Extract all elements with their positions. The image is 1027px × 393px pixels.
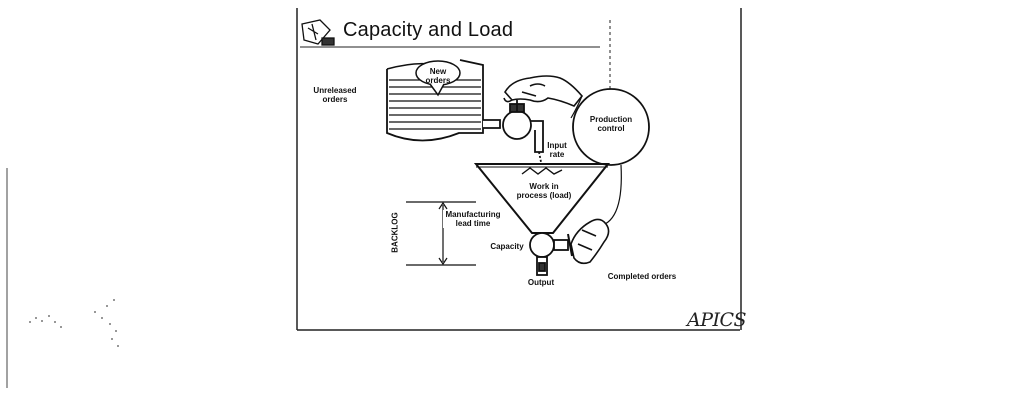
production-control-label: Production control xyxy=(583,115,639,133)
input-pipe xyxy=(483,100,543,162)
lower-hand-icon xyxy=(571,219,609,263)
scan-smudge xyxy=(29,299,119,347)
upper-hand-icon xyxy=(504,76,582,106)
capacity-label: Capacity xyxy=(487,242,527,251)
apics-logo: APICS xyxy=(687,309,746,331)
wip-label: Work in process (load) xyxy=(516,182,572,200)
input-rate-label: Input rate xyxy=(545,141,569,159)
slide-icon xyxy=(302,20,334,45)
new-orders-label: New orders xyxy=(422,67,454,85)
backlog-label: BACKLOG xyxy=(391,208,400,258)
completed-orders-label: Completed orders xyxy=(597,272,687,281)
unreleased-orders-label: Unreleased orders xyxy=(310,86,360,104)
capacity-valve xyxy=(530,233,572,275)
mfg-lead-time-label: Manufacturing lead time xyxy=(443,210,503,228)
output-label: Output xyxy=(521,278,561,287)
slide-frame xyxy=(297,8,741,330)
slide-title: Capacity and Load xyxy=(343,19,513,42)
connector-line xyxy=(600,165,621,226)
